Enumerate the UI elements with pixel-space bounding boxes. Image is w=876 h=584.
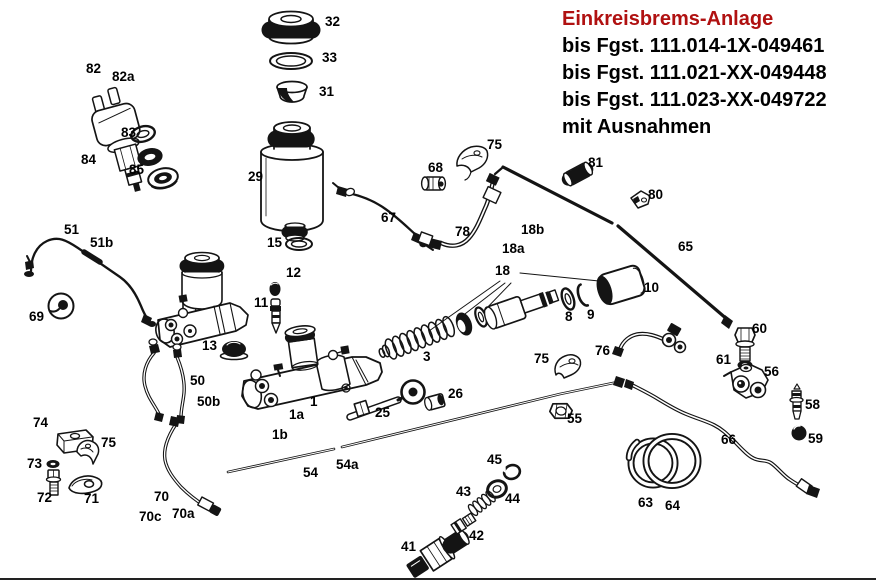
part-60-bolt-drawing [734,327,756,362]
part-72-bolt-drawing [45,469,62,496]
part-63-64-coil-drawing [625,433,702,489]
part-9-circlip-drawing [576,283,590,307]
part-80-clip-drawing [630,190,651,209]
part-68-bushing-drawing [420,176,447,191]
part-81-bushing-drawing [561,161,595,187]
part-26-sleeve-drawing [424,393,446,411]
part-12-cap-drawing [269,282,281,296]
part-13-boot-drawing [219,341,249,361]
part-75-clip-top-drawing [456,145,489,181]
part-54-rod-drawing [226,447,336,474]
part-67-pipe-drawing [332,182,434,251]
part-44-seal-drawing [486,479,508,499]
part-41-switch-drawing [406,528,471,578]
title-line-fgst-3: bis Fgst. 111.023-XX-049722 [562,89,827,111]
title-line-fgst-1: bis Fgst. 111.014-1X-049461 [562,35,825,57]
part-78-hose-drawing [417,166,504,250]
part-8-washer-drawing [560,287,576,311]
part-76-hose-drawing [612,323,687,357]
part-82-switch-drawing [91,86,143,192]
part-75-clip-center-drawing [554,354,582,379]
part-85-grommet-drawing [147,167,179,190]
part-25-pushrod-drawing [346,379,426,421]
part-45-ring-drawing [500,463,522,481]
part-58-bleeder-drawing [789,383,804,420]
part-43-spring-drawing [467,490,496,517]
part-55-nut-drawing [548,402,574,420]
part-70-hose-drawing [162,416,222,516]
part-10-stop-cap-drawing [596,264,646,306]
label-18-leader-lines [428,272,600,332]
part-56-fitting-drawing [723,363,769,399]
part-71-bracket-drawing [68,475,103,495]
part-50b-hose-drawing [172,343,186,424]
part-42-pistons-drawing [450,512,477,535]
part-73-washer-drawing [46,460,60,468]
part-75-clip-left-drawing [76,439,100,465]
part-32-cap-drawing [261,10,321,45]
title-line-exceptions: mit Ausnahmen [562,116,712,138]
part-29-reservoir-drawing [260,121,324,242]
part-51-pipe-drawing [24,237,156,327]
part-15-ring-drawing [285,237,313,251]
part-65-pipe-drawing [501,165,733,329]
part-84-ring-drawing [137,148,163,166]
part-33-seal-ring-drawing [269,52,313,70]
part-69-plug-drawing [47,292,75,320]
part-1-master-cylinder-drawing [241,325,383,410]
part-3-spring-drawing [378,315,456,360]
upper-master-cylinder-drawing [155,251,249,348]
part-59-cap-drawing [791,425,807,441]
part-11-valve-drawing [270,298,281,334]
part-83-ring-drawing [130,124,156,144]
title-line-heading: Einkreisbrems-Anlage [562,8,774,30]
part-66-pipe-drawing [624,379,820,498]
part-54a-rod-drawing [340,376,625,449]
part-31-float-drawing [276,80,308,103]
part-18-piston-kit-drawing [455,289,560,336]
diagram-title: Einkreisbrems-Anlage bis Fgst. 111.014-1… [562,6,827,141]
part-50-hose-drawing [142,338,164,422]
title-line-fgst-2: bis Fgst. 111.021-XX-049448 [562,62,827,84]
